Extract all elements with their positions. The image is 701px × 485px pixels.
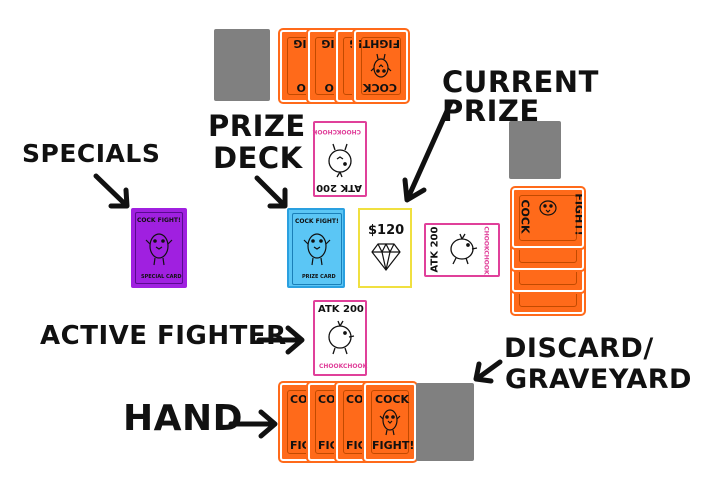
arrow-prize-deck bbox=[254, 175, 287, 208]
opponent-card-4[interactable]: COCK FIGHT! bbox=[354, 30, 408, 102]
prize-deck-label-line2: DECK bbox=[213, 141, 303, 175]
prize-card[interactable]: COCK FIGHT! PRIZE CARD bbox=[287, 208, 345, 288]
discard-label-line2: GRAVEYARD bbox=[505, 364, 692, 395]
special-card[interactable]: COCK FIGHT! SPECIAL CARD bbox=[131, 208, 187, 288]
player-discard-slot bbox=[416, 383, 474, 461]
prize-value: $120 bbox=[368, 223, 405, 238]
discard-label-line1: DISCARD/ bbox=[504, 333, 654, 364]
chicken-icon bbox=[379, 409, 401, 436]
arrow-current-prize bbox=[405, 99, 454, 201]
current-prize-label: CURRENT PRIZE bbox=[442, 65, 599, 128]
hand-card-4[interactable]: COCK FIGHT! bbox=[364, 383, 416, 461]
opponent-deck-slot bbox=[214, 29, 270, 101]
current-prize-card[interactable]: $120 bbox=[358, 208, 412, 288]
active-fighter-card[interactable]: ATK 200 CHOOKCHOOK bbox=[313, 300, 367, 376]
chicken-icon bbox=[450, 233, 478, 265]
opponent-discard-slot bbox=[509, 121, 561, 179]
active-fighter-label: ACTIVE FIGHTER bbox=[40, 321, 287, 351]
opponent-fighter-card[interactable]: ATK 200 CHOOKCHOOK bbox=[424, 223, 500, 277]
chicken-icon bbox=[539, 200, 557, 216]
chicken-icon bbox=[328, 143, 352, 178]
chicken-icon bbox=[145, 233, 173, 266]
chicken-icon bbox=[370, 53, 392, 78]
diamond-icon bbox=[371, 243, 401, 271]
prize-deck-label-line1: PRIZE bbox=[208, 109, 306, 143]
arrow-discard bbox=[475, 359, 503, 381]
chicken-icon bbox=[303, 233, 331, 266]
prize-deck-fighter-card[interactable]: ATK 200 CHOOKCHOOK bbox=[313, 121, 367, 197]
hand-label: HAND bbox=[123, 398, 244, 439]
stack-card-4[interactable]: COCK FIGHT! bbox=[512, 188, 584, 248]
chicken-icon bbox=[328, 320, 355, 355]
specials-label: SPECIALS bbox=[22, 139, 161, 168]
arrow-specials bbox=[93, 173, 129, 208]
